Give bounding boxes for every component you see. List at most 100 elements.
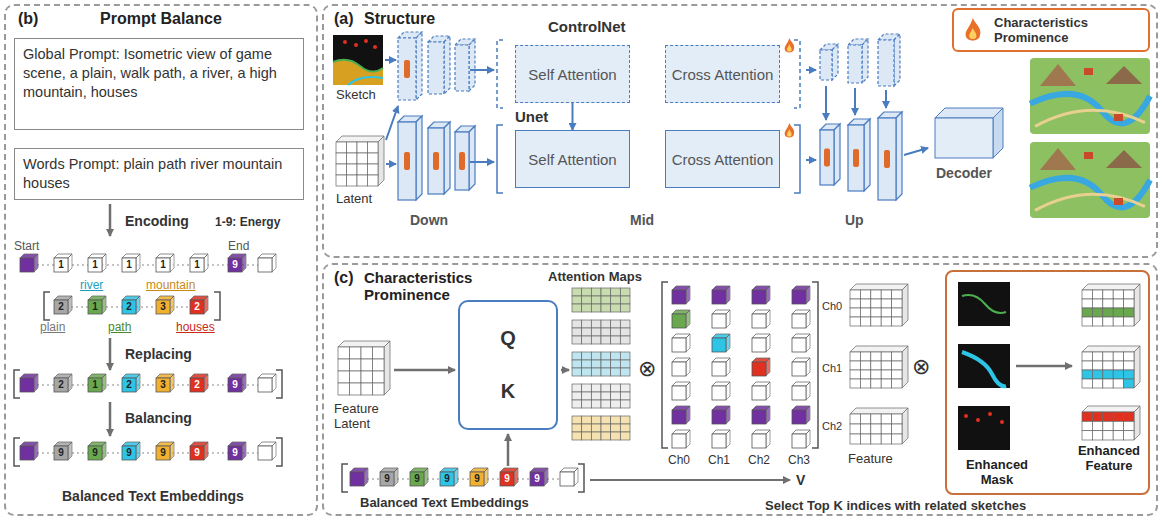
feature-grid (892, 414, 902, 424)
embedding-cube (54, 378, 68, 392)
embedding-cube (530, 472, 544, 486)
embedding-cube (258, 446, 272, 460)
feature-grid (361, 383, 373, 395)
feature-grid (350, 359, 362, 371)
game-scene-image (1040, 64, 1076, 86)
network-block (834, 124, 840, 185)
game-scene-image (1114, 198, 1123, 205)
feature-grid (1113, 370, 1123, 379)
embedding-cube (102, 374, 106, 392)
embedding-cube (752, 362, 766, 376)
embedding-cube (686, 310, 690, 328)
embedding-cube (726, 406, 730, 424)
feature-grid (892, 290, 902, 299)
feature-grid (620, 304, 630, 312)
feature-grid (572, 336, 582, 344)
feature-grid (620, 384, 630, 392)
embedding-cube (88, 446, 102, 460)
feature-grid (1124, 308, 1134, 317)
feature-grid (611, 296, 621, 304)
embedding-cube (672, 314, 686, 328)
feature-grid (1113, 361, 1123, 370)
attention-box: Cross Attention (665, 130, 780, 188)
feature-grid (1092, 431, 1102, 440)
feature-grid (1103, 361, 1113, 370)
embedding-cube (170, 254, 174, 272)
game-scene-image (1030, 58, 1150, 134)
feature-grid (850, 424, 860, 434)
feature-grid (338, 383, 350, 395)
feature-grid (871, 434, 881, 444)
label: Balancing (125, 410, 192, 426)
feature-grid (860, 424, 870, 434)
embedding-cube (686, 430, 690, 448)
feature-grid (591, 416, 601, 424)
feature-grid (572, 304, 582, 312)
sketch-image (373, 45, 377, 49)
feature-grid (1103, 308, 1113, 317)
feature-grid (1113, 308, 1123, 317)
flow-arrow (507, 434, 510, 466)
energy-number: 2 (54, 378, 68, 392)
feature-grid (591, 352, 601, 360)
energy-number: 1 (54, 258, 68, 272)
feature-grid (572, 416, 582, 424)
bracket (812, 282, 818, 448)
embedding-cube (68, 374, 72, 392)
feature-grid (591, 384, 601, 392)
feature-grid (1092, 290, 1102, 299)
node-text: Global Prompt: Isometric view of game sc… (23, 45, 295, 102)
label: Sketch (336, 88, 376, 103)
feature-grid (1092, 308, 1102, 317)
sketch-image (364, 39, 368, 43)
node-text: Cross Attention (672, 151, 774, 168)
embedding-cube (686, 334, 690, 352)
embedding-cube (712, 386, 726, 400)
feature-grid (373, 371, 385, 383)
flow-arrow (386, 106, 398, 140)
feature-grid (1092, 421, 1102, 430)
bracket (14, 438, 20, 466)
embedding-cube (544, 468, 548, 486)
feature-grid (591, 304, 601, 312)
label: 1-9: Energy (215, 216, 280, 230)
embedding-cube (766, 358, 770, 376)
feature-grid (572, 360, 582, 368)
feature-grid (850, 414, 860, 424)
feature-grid (620, 336, 630, 344)
feature-grid (1092, 361, 1102, 370)
feature-grid (881, 424, 891, 434)
feature-grid (1082, 361, 1092, 370)
feature-grid (1103, 431, 1113, 440)
energy-number: 9 (228, 378, 242, 392)
embedding-cube (792, 338, 806, 352)
feature-grid (373, 383, 385, 395)
embedding-cube (806, 382, 810, 400)
feature-grid (620, 392, 630, 400)
feature-grid (620, 432, 630, 440)
network-block (416, 116, 422, 200)
feature-grid (582, 416, 592, 424)
network-block (398, 122, 416, 200)
feature-grid (591, 424, 601, 432)
embedding-cube (752, 410, 766, 424)
game-scene-image (1106, 150, 1142, 168)
embedding-cube (272, 442, 276, 460)
embedding-cube (242, 442, 246, 460)
feature-grid (850, 308, 860, 317)
feature-grid (1113, 431, 1123, 440)
energy-number: 9 (190, 446, 204, 460)
feature-grid (582, 336, 592, 344)
sketch-image (333, 60, 383, 72)
feature-grid (860, 434, 870, 444)
node-text: Prompt Balance (100, 10, 222, 28)
energy-number: 9 (122, 446, 136, 460)
feature-grid (336, 153, 347, 164)
embedding-cube (54, 300, 68, 314)
feature-grid (902, 346, 908, 388)
embedding-cube (574, 468, 578, 486)
flow-arrow (825, 86, 827, 120)
feature-grid (582, 400, 592, 408)
feature-grid (892, 361, 902, 370)
feature-grid (1134, 406, 1140, 440)
